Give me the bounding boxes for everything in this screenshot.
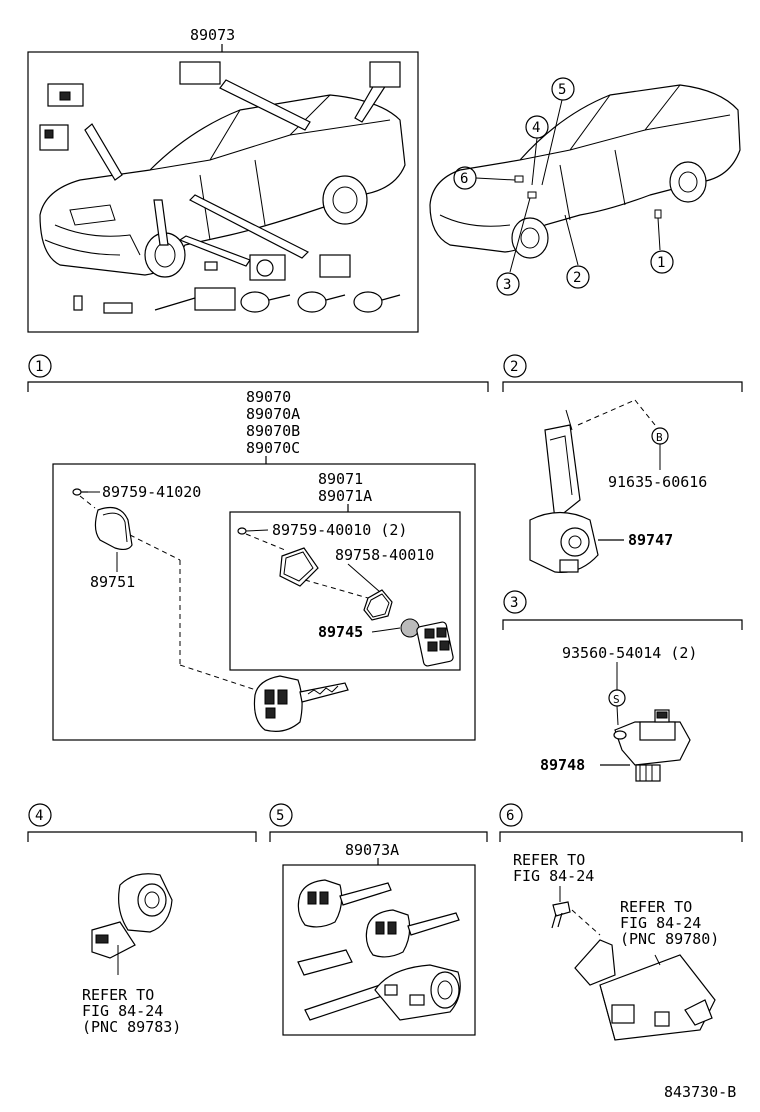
assy-frame xyxy=(52,463,476,741)
section-4-number: 4 xyxy=(35,808,43,824)
section-3: 3 93560-54014 (2) S 89748 xyxy=(502,590,743,782)
locator-callout-4: 4 xyxy=(525,115,549,186)
kit-key-2 xyxy=(365,909,460,958)
section-3-number: 3 xyxy=(510,595,518,611)
refer-line-1: FIG 84-24 xyxy=(82,1002,163,1020)
label-section1-parts-gasket: 89758-40010 xyxy=(335,546,434,564)
locator-callout-2: 2 xyxy=(564,214,590,289)
kit-overview-89073: 89073 xyxy=(27,26,419,333)
inner-plate xyxy=(279,547,369,599)
kit-89073A-frame xyxy=(282,864,476,1036)
subassy-label-0: 89071 xyxy=(318,470,363,488)
cover-89751: 89751 xyxy=(90,507,263,693)
screw-89759-40010: 89759-40010 (2) xyxy=(237,521,407,551)
section-5: 5 89073A xyxy=(269,803,488,1036)
refer-b-line-2: (PNC 89780) xyxy=(620,930,719,948)
section-4: 4 REFER TO FIG 84-24 (PNC 89783) xyxy=(27,803,257,1036)
section-6-number: 6 xyxy=(506,808,514,824)
label-locator_diagram-callouts-0: 1 xyxy=(657,255,665,271)
refer-b-line-0: REFER TO xyxy=(620,898,692,916)
kit-lock-cylinder xyxy=(304,964,461,1021)
transmitter-key xyxy=(253,675,349,732)
label-locator_diagram-callouts-1: 2 xyxy=(573,270,581,286)
battery-89745: 89745 xyxy=(318,618,420,641)
label-section1-parts-screw_a: 89759-41020 xyxy=(102,483,201,501)
refer-line-0: REFER TO xyxy=(82,986,154,1004)
subassy-frame xyxy=(229,511,461,671)
locator-diagram: 1 2 3 4 5 6 xyxy=(429,77,741,296)
assy-label-3: 89070C xyxy=(246,439,300,457)
label-section3-part: 89748 xyxy=(540,756,585,774)
label-locator_diagram-callouts-3: 4 xyxy=(532,120,540,136)
refer-b-line-1: FIG 84-24 xyxy=(620,914,701,932)
refer-a-line-1: FIG 84-24 xyxy=(513,867,594,885)
label-section2-part: 89747 xyxy=(628,531,673,549)
assy-label-1: 89070A xyxy=(246,405,300,423)
sensor-89748: 89748 xyxy=(540,709,691,782)
label-locator_diagram-callouts-4: 5 xyxy=(558,82,566,98)
label-section3-screw: 93560-54014 (2) xyxy=(562,644,697,662)
kit-89073A-title: 89073A xyxy=(345,841,399,859)
bolt-section6 xyxy=(551,901,571,929)
overview-frame xyxy=(27,51,419,333)
label-section1-parts-screw_b: 89759-40010 (2) xyxy=(272,521,407,539)
ignition-coil-part xyxy=(91,873,173,975)
figure-code: 843730-B xyxy=(664,1083,736,1101)
switch-89747: 89747 xyxy=(529,399,673,573)
section-5-number: 5 xyxy=(276,808,284,824)
subassy-label-1: 89071A xyxy=(318,487,372,505)
section-2-number: 2 xyxy=(510,359,518,375)
section-6: 6 REFER TO FIG 84-24 REFER TO FIG 84-24 … xyxy=(499,803,743,1041)
label-locator_diagram-callouts-2: 3 xyxy=(503,277,511,293)
kit-key-1 xyxy=(297,879,392,928)
keypad-buttons xyxy=(416,621,454,667)
assy-label-2: 89070B xyxy=(246,422,300,440)
kit-card-key xyxy=(297,949,353,976)
label-locator_diagram-callouts-5: 6 xyxy=(460,171,468,187)
screw-93560-54014: 93560-54014 (2) S xyxy=(562,644,697,726)
gasket-89758-40010: 89758-40010 xyxy=(335,546,434,621)
locator-callout-5: 5 xyxy=(541,77,575,186)
locator-callout-3: 3 xyxy=(496,197,531,296)
locator-callout-6: 6 xyxy=(453,166,516,190)
label-section1-parts-cover: 89751 xyxy=(90,573,135,591)
locator-callout-1: 1 xyxy=(650,217,674,274)
pointer-arrows xyxy=(84,77,389,267)
assy-label-0: 89070 xyxy=(246,388,291,406)
screw-89759-41020: 89759-41020 xyxy=(72,483,201,509)
label-section2-bolt: 91635-60616 xyxy=(608,473,707,491)
label-section3-screw_symbol: S xyxy=(613,693,620,706)
kit-title: 89073 xyxy=(190,26,235,44)
label-section1-parts-battery: 89745 xyxy=(318,623,363,641)
section-2: 2 89747 B 91635-60616 xyxy=(502,354,743,573)
section-1: 1 89070 89070A 89070B 89070C 89071 89071… xyxy=(27,354,489,741)
section-1-number: 1 xyxy=(35,359,43,375)
bolt-91635-60616: B 91635-60616 xyxy=(608,427,707,491)
label-section2-bolt_symbol: B xyxy=(656,431,663,444)
control-module xyxy=(574,939,716,1041)
overview-components xyxy=(39,61,401,314)
refer-a-line-0: REFER TO xyxy=(513,851,585,869)
refer-line-2: (PNC 89783) xyxy=(82,1018,181,1036)
vehicle-illustration xyxy=(39,94,406,278)
